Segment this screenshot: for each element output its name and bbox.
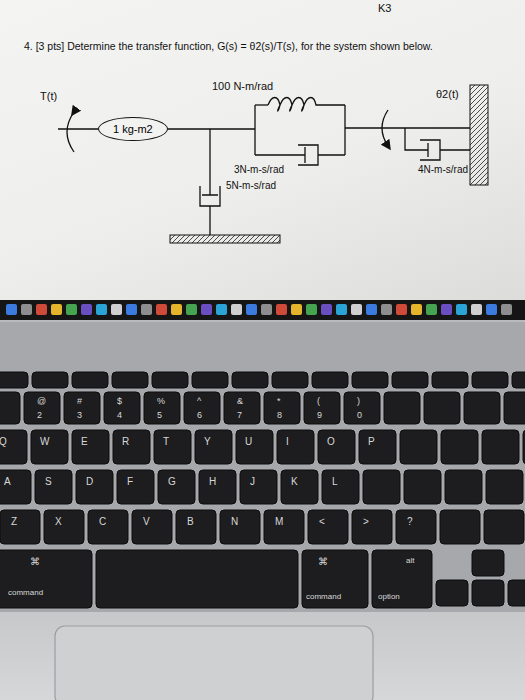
key-label: R <box>122 436 129 448</box>
key-label: command <box>306 592 341 601</box>
key-label: M <box>275 516 283 528</box>
parameter-label: 5N-m-s/rad <box>226 180 276 192</box>
key-label: ( <box>317 396 320 406</box>
key-label: S <box>45 476 52 488</box>
key-label: @ <box>37 396 46 406</box>
key-label: G <box>168 476 176 488</box>
key-label: K <box>291 476 298 488</box>
question-text: 4. [3 pts] Determine the transfer functi… <box>24 40 504 52</box>
key-label: 6 <box>197 410 202 420</box>
parameter-label: 100 N-m/rad <box>212 80 273 93</box>
key-label: E <box>81 436 88 448</box>
key-label: U <box>245 436 252 448</box>
key-label: option <box>378 592 400 601</box>
key-label: W <box>40 436 49 448</box>
inertia-label: 1 kg-m2 <box>113 123 153 135</box>
key-label: V <box>143 516 150 528</box>
key-label: L <box>332 476 338 488</box>
key-label: 5 <box>157 410 162 420</box>
key-label: Q <box>0 436 7 448</box>
parameter-label: 3N-m-s/rad <box>234 164 284 176</box>
inertia-disk: 1 kg-m2 <box>98 117 168 141</box>
key-label: B <box>187 516 194 528</box>
key-label: command <box>8 588 43 597</box>
key-label: N <box>231 516 238 528</box>
key-label: $ <box>117 396 122 406</box>
key-label: J <box>250 476 255 488</box>
key-label: Z <box>11 516 17 528</box>
key-label: 3 <box>77 410 82 420</box>
key-label: Y <box>204 436 211 448</box>
key-label: 8 <box>277 410 282 420</box>
page-mark: K3 <box>378 2 391 15</box>
key-label: ⌘ <box>30 556 40 568</box>
key-label: % <box>157 396 165 406</box>
key-label: alt <box>406 556 414 565</box>
key-label: H <box>209 476 216 488</box>
variable-label: T(t) <box>40 90 57 103</box>
key-label: T <box>163 436 169 448</box>
key-label: < <box>319 516 325 528</box>
key-label: * <box>277 396 281 406</box>
key-label: X <box>55 516 62 528</box>
key-label: A <box>4 476 11 488</box>
key-label: O <box>327 436 335 448</box>
key-label: 0 <box>357 410 362 420</box>
key-label: 2 <box>37 410 42 420</box>
key-label: F <box>127 476 133 488</box>
key-label: D <box>86 476 93 488</box>
key-label: & <box>237 396 243 406</box>
key-label: ? <box>407 516 413 528</box>
key-label: ) <box>357 396 360 406</box>
key-label: ^ <box>197 396 201 406</box>
variable-label: θ2(t) <box>436 88 459 101</box>
key-label: C <box>99 516 106 528</box>
key-label: P <box>368 436 375 448</box>
parameter-label: 4N-m-s/rad <box>418 164 468 176</box>
key-label: 4 <box>117 410 122 420</box>
key-label: > <box>363 516 369 528</box>
key-label: 9 <box>317 410 322 420</box>
key-label: I <box>286 436 289 448</box>
key-label: ⌘ <box>318 556 328 568</box>
key-label: 7 <box>237 410 242 420</box>
key-label: # <box>77 396 82 406</box>
